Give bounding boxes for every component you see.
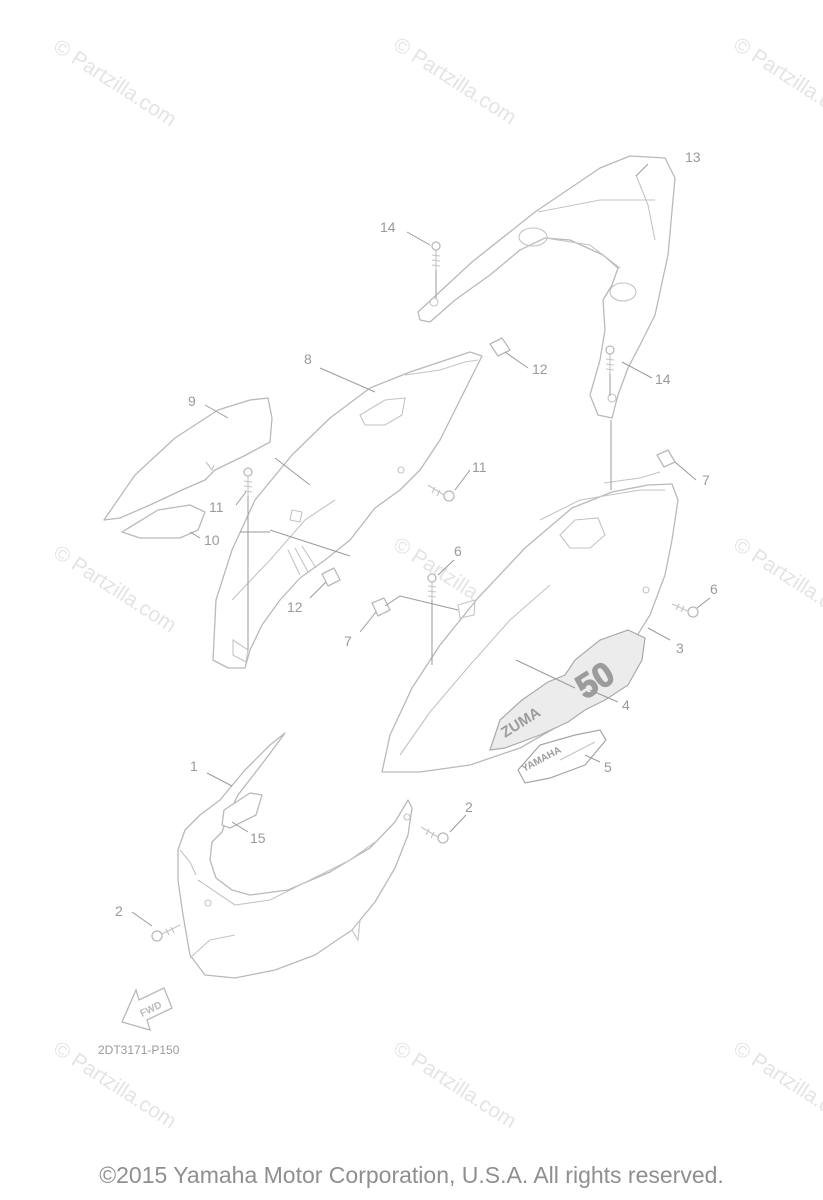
- part-1-lower-cover: [177, 732, 413, 979]
- callout-6-right: 6: [710, 581, 718, 597]
- watermark: © Partzilla.com: [729, 33, 823, 129]
- bolt-14-upper: [431, 241, 441, 270]
- callout-11-left: 11: [209, 499, 224, 515]
- callout-4: 4: [622, 697, 630, 713]
- callout-9: 9: [188, 393, 196, 409]
- bolt-11-left: [243, 467, 253, 496]
- leader-lines: [131, 163, 711, 927]
- callout-15: 15: [250, 830, 266, 846]
- diagram-code: 2DT3171-P150: [98, 1043, 180, 1057]
- nut-12-upper: [489, 337, 511, 357]
- part-5-yamaha-emblem: YAMAHA: [517, 729, 607, 784]
- callout-2-right: 2: [465, 799, 473, 815]
- watermark: © Partzilla.com: [389, 1037, 520, 1133]
- screw-6-right: [671, 603, 699, 618]
- watermark: © Partzilla.com: [49, 35, 180, 131]
- fasteners: [151, 241, 699, 942]
- watermark: © Partzilla.com: [49, 541, 180, 637]
- callout-12-upper: 12: [532, 361, 548, 377]
- callout-11-right: 11: [472, 459, 487, 475]
- screw-2-right: [420, 826, 449, 844]
- part-3-side-cover: [381, 471, 679, 773]
- callout-1: 1: [190, 758, 198, 774]
- watermark: © Partzilla.com: [729, 1037, 823, 1133]
- nut-7-lower: [371, 597, 391, 617]
- callout-8: 8: [304, 351, 312, 367]
- watermark: © Partzilla.com: [389, 33, 520, 129]
- screw-2-left: [151, 924, 181, 942]
- callout-12-lower: 12: [287, 599, 303, 615]
- callout-13: 13: [685, 149, 701, 165]
- callout-2-left: 2: [115, 903, 123, 919]
- callout-5: 5: [604, 759, 612, 775]
- watermark: © Partzilla.com: [729, 533, 823, 629]
- fwd-arrow: FWD: [121, 987, 173, 1031]
- screw-11-right: [427, 484, 455, 502]
- callout-7-upper: 7: [702, 472, 710, 488]
- part-9-side-panel: [103, 397, 273, 521]
- watermarks: © Partzilla.com © Partzilla.com © Partzi…: [49, 33, 823, 1133]
- nut-7-upper: [656, 449, 676, 468]
- callout-6-center: 6: [454, 543, 462, 559]
- bolt-14-lower: [605, 345, 615, 374]
- part-15-label: [221, 792, 263, 829]
- callouts: 13 14 14 8 12 9 11 7 11 10 6 6 12 7 3 4 …: [115, 149, 718, 919]
- part-8-inner-cover: [212, 351, 483, 669]
- bolt-6-center: [427, 573, 437, 600]
- callout-14-lower: 14: [655, 371, 671, 387]
- callout-7-lower: 7: [344, 633, 352, 649]
- copyright-notice: ©2015 Yamaha Motor Corporation, U.S.A. A…: [99, 1162, 724, 1188]
- callout-14-upper: 14: [380, 219, 396, 235]
- part-10-decal: [121, 504, 206, 539]
- callout-10: 10: [204, 532, 220, 548]
- callout-3: 3: [676, 640, 684, 656]
